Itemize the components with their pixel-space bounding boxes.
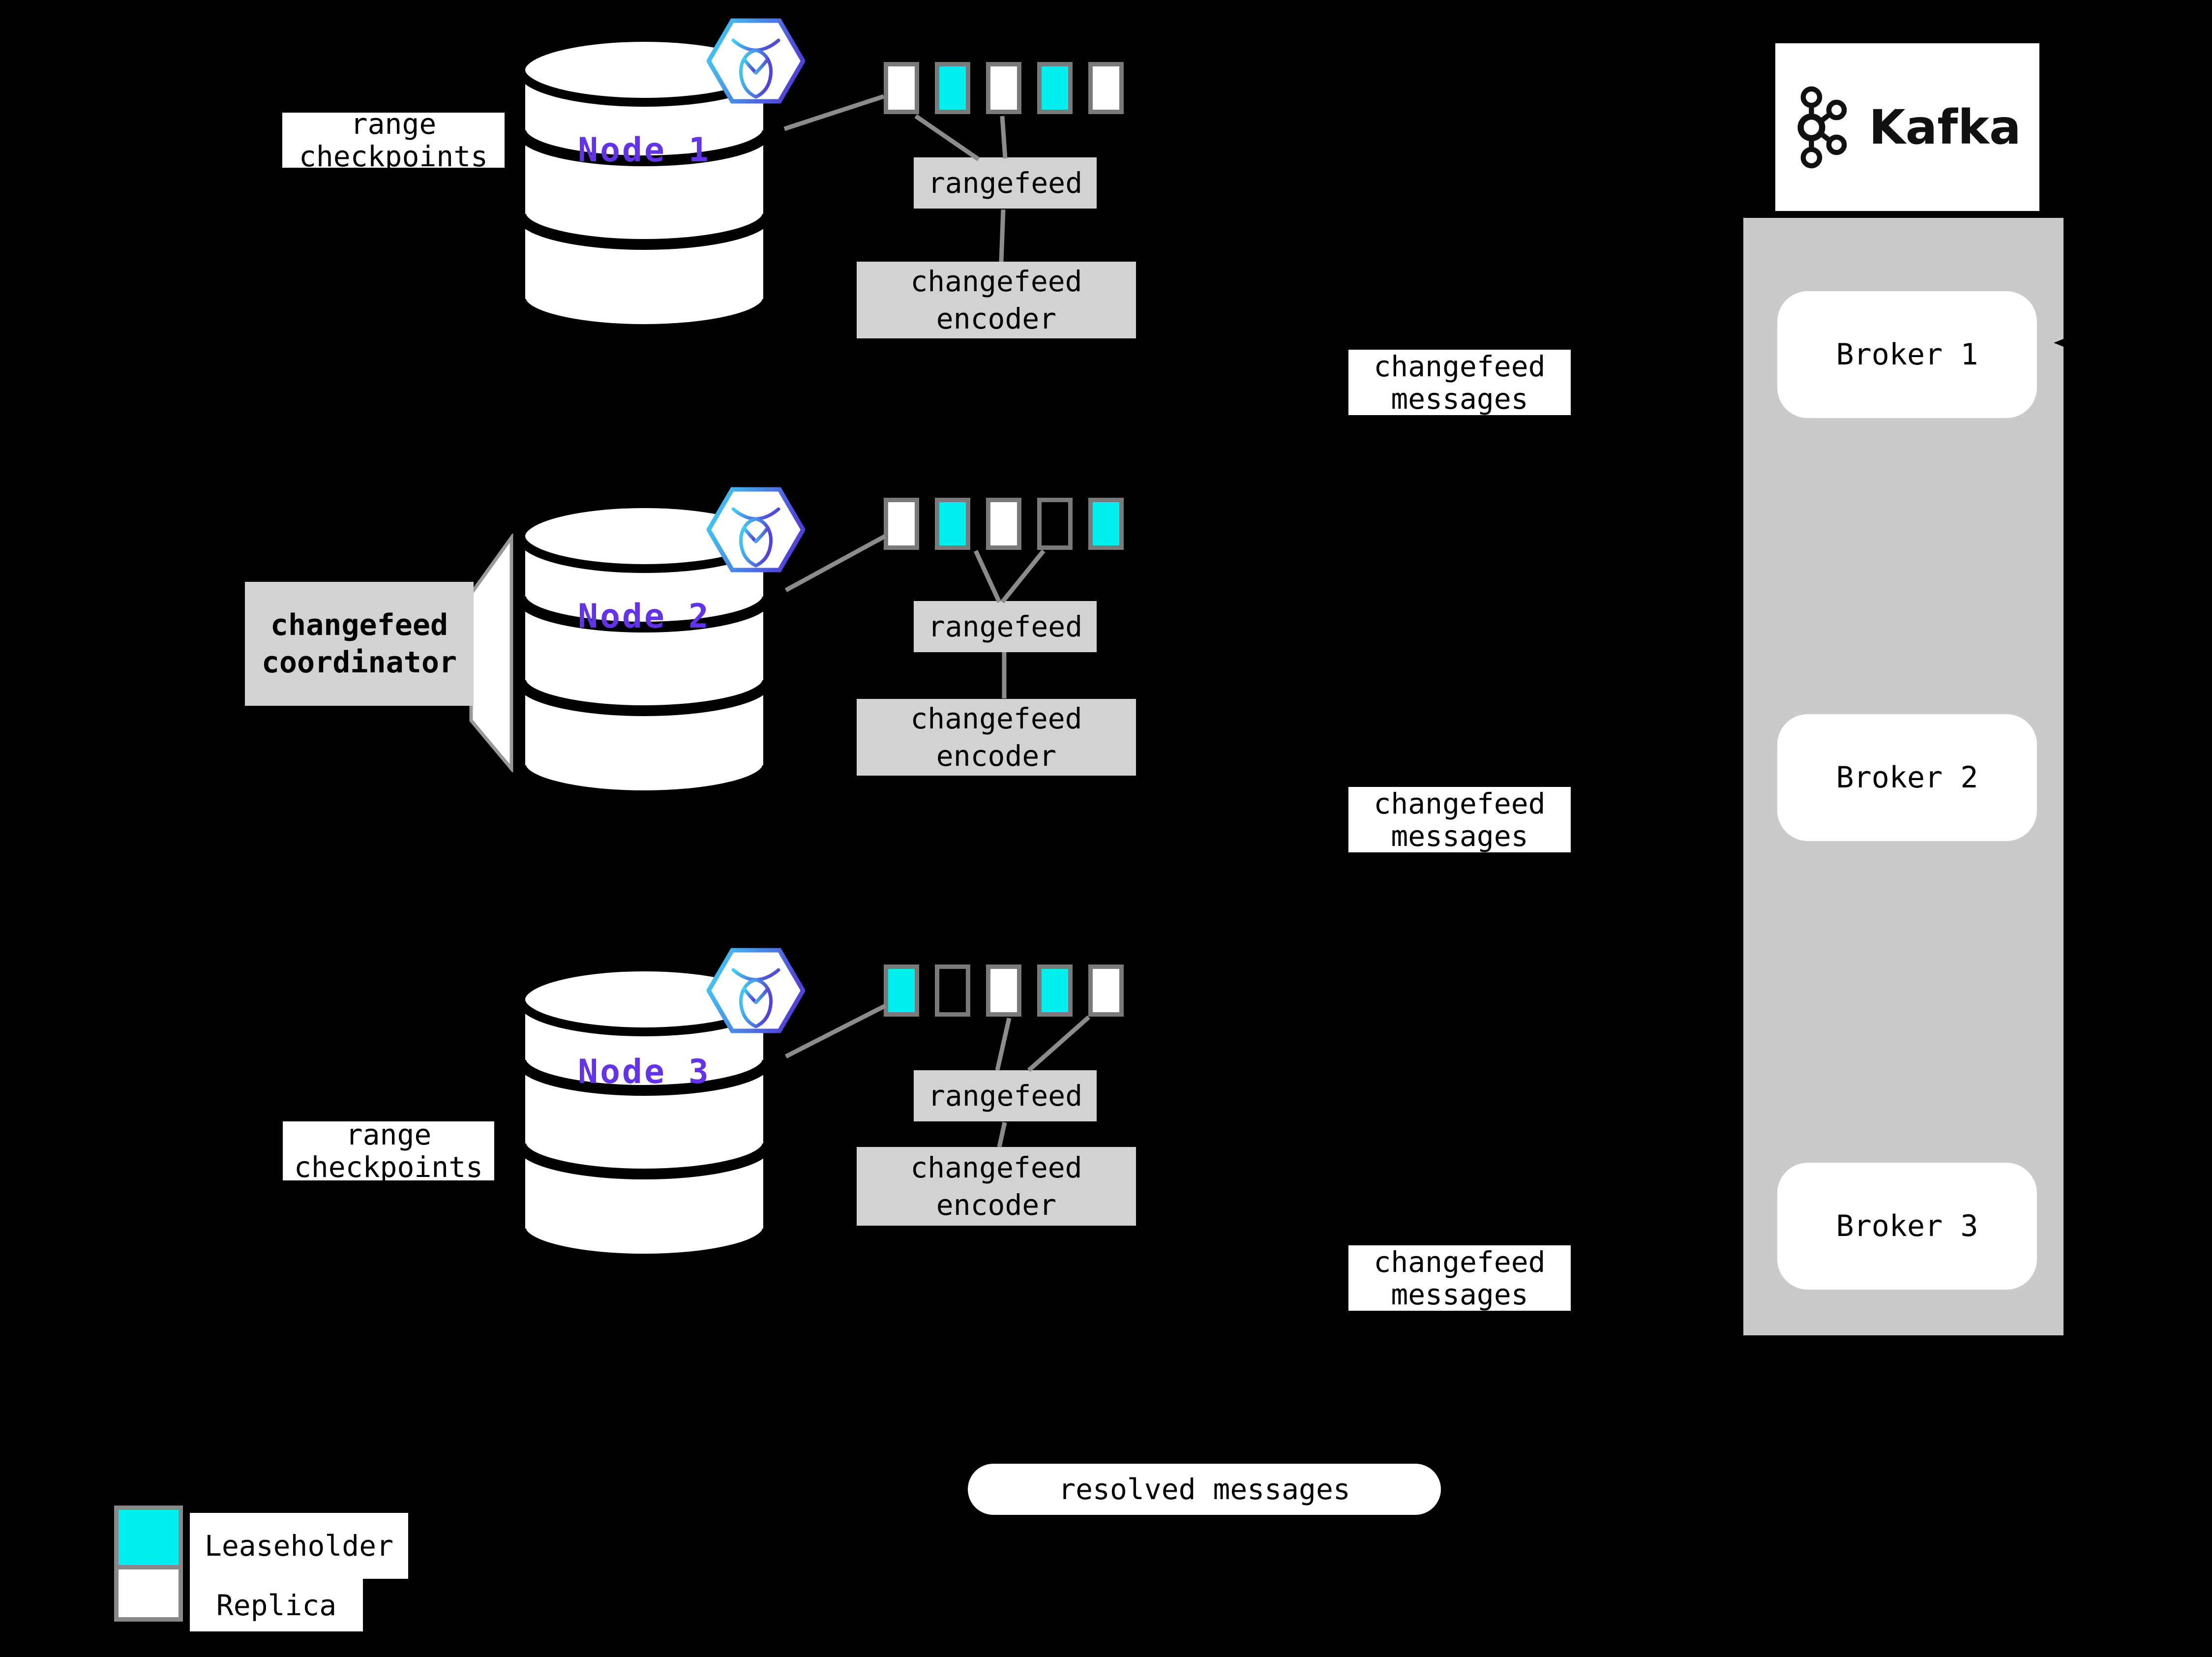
changefeed-messages-label-1: changefeed messages — [1348, 350, 1571, 415]
node2-cylinder — [514, 496, 775, 801]
range-n3-3 — [986, 964, 1021, 1017]
cockroachdb-icon — [707, 947, 805, 1034]
kafka-icon — [1794, 73, 1855, 181]
range-checkpoints-label-node1: range checkpoints — [282, 108, 505, 173]
node3-label: Node 3 — [578, 1053, 711, 1091]
rangefeed-box-node2: rangefeed — [914, 601, 1097, 652]
resolved-messages-pill: resolved messages — [968, 1464, 1441, 1515]
legend-label-replica: Replica — [190, 1579, 363, 1631]
kafka-logo-card: Kafka — [1775, 43, 2039, 211]
node1-label: Node 1 — [578, 131, 711, 170]
range-n2-4 — [1037, 498, 1073, 550]
range-n1-1 — [884, 62, 919, 114]
range-n3-4 — [1037, 964, 1073, 1017]
node3-cylinder — [514, 959, 775, 1264]
range-n1-4 — [1037, 62, 1073, 114]
node1-cylinder — [514, 30, 775, 334]
changefeed-encoder-box-node1: changefeed encoder — [857, 262, 1136, 338]
kafka-wordmark: Kafka — [1869, 99, 2021, 155]
node2-label: Node 2 — [578, 597, 711, 636]
broker-2-box: Broker 2 — [1777, 714, 2037, 841]
range-n1-3 — [986, 62, 1021, 114]
range-checkpoints-label-node3: range checkpoints — [283, 1118, 494, 1183]
range-n2-5 — [1088, 498, 1124, 550]
range-n2-3 — [986, 498, 1021, 550]
range-n2-2 — [935, 498, 970, 550]
legend-label-leaseholder: Leaseholder — [190, 1513, 408, 1579]
range-n1-5 — [1088, 62, 1124, 114]
broker-3-box: Broker 3 — [1777, 1163, 2037, 1290]
cockroachdb-icon — [707, 486, 805, 573]
changefeed-encoder-box-node3: changefeed encoder — [857, 1147, 1136, 1226]
range-n3-2 — [935, 964, 970, 1017]
range-n3-1 — [884, 964, 919, 1017]
legend-swatch-leaseholder — [114, 1506, 183, 1569]
changefeed-coordinator-box: changefeed coordinator — [245, 582, 474, 706]
range-n2-1 — [884, 498, 919, 550]
changefeed-encoder-box-node2: changefeed encoder — [857, 699, 1136, 776]
range-n1-2 — [935, 62, 970, 114]
changefeed-messages-label-2: changefeed messages — [1348, 787, 1571, 852]
kafka-broker-panel: Broker 1 Broker 2 Broker 3 — [1743, 218, 2063, 1335]
broker-1-box: Broker 1 — [1777, 291, 2037, 418]
legend-swatch-replica — [114, 1565, 183, 1622]
rangefeed-box-node3: rangefeed — [914, 1070, 1097, 1121]
changefeed-messages-label-3: changefeed messages — [1348, 1245, 1571, 1311]
coordinator-flag-shape — [467, 534, 516, 772]
rangefeed-box-node1: rangefeed — [914, 157, 1097, 209]
range-n3-5 — [1088, 964, 1124, 1017]
cockroachdb-icon — [707, 18, 805, 104]
